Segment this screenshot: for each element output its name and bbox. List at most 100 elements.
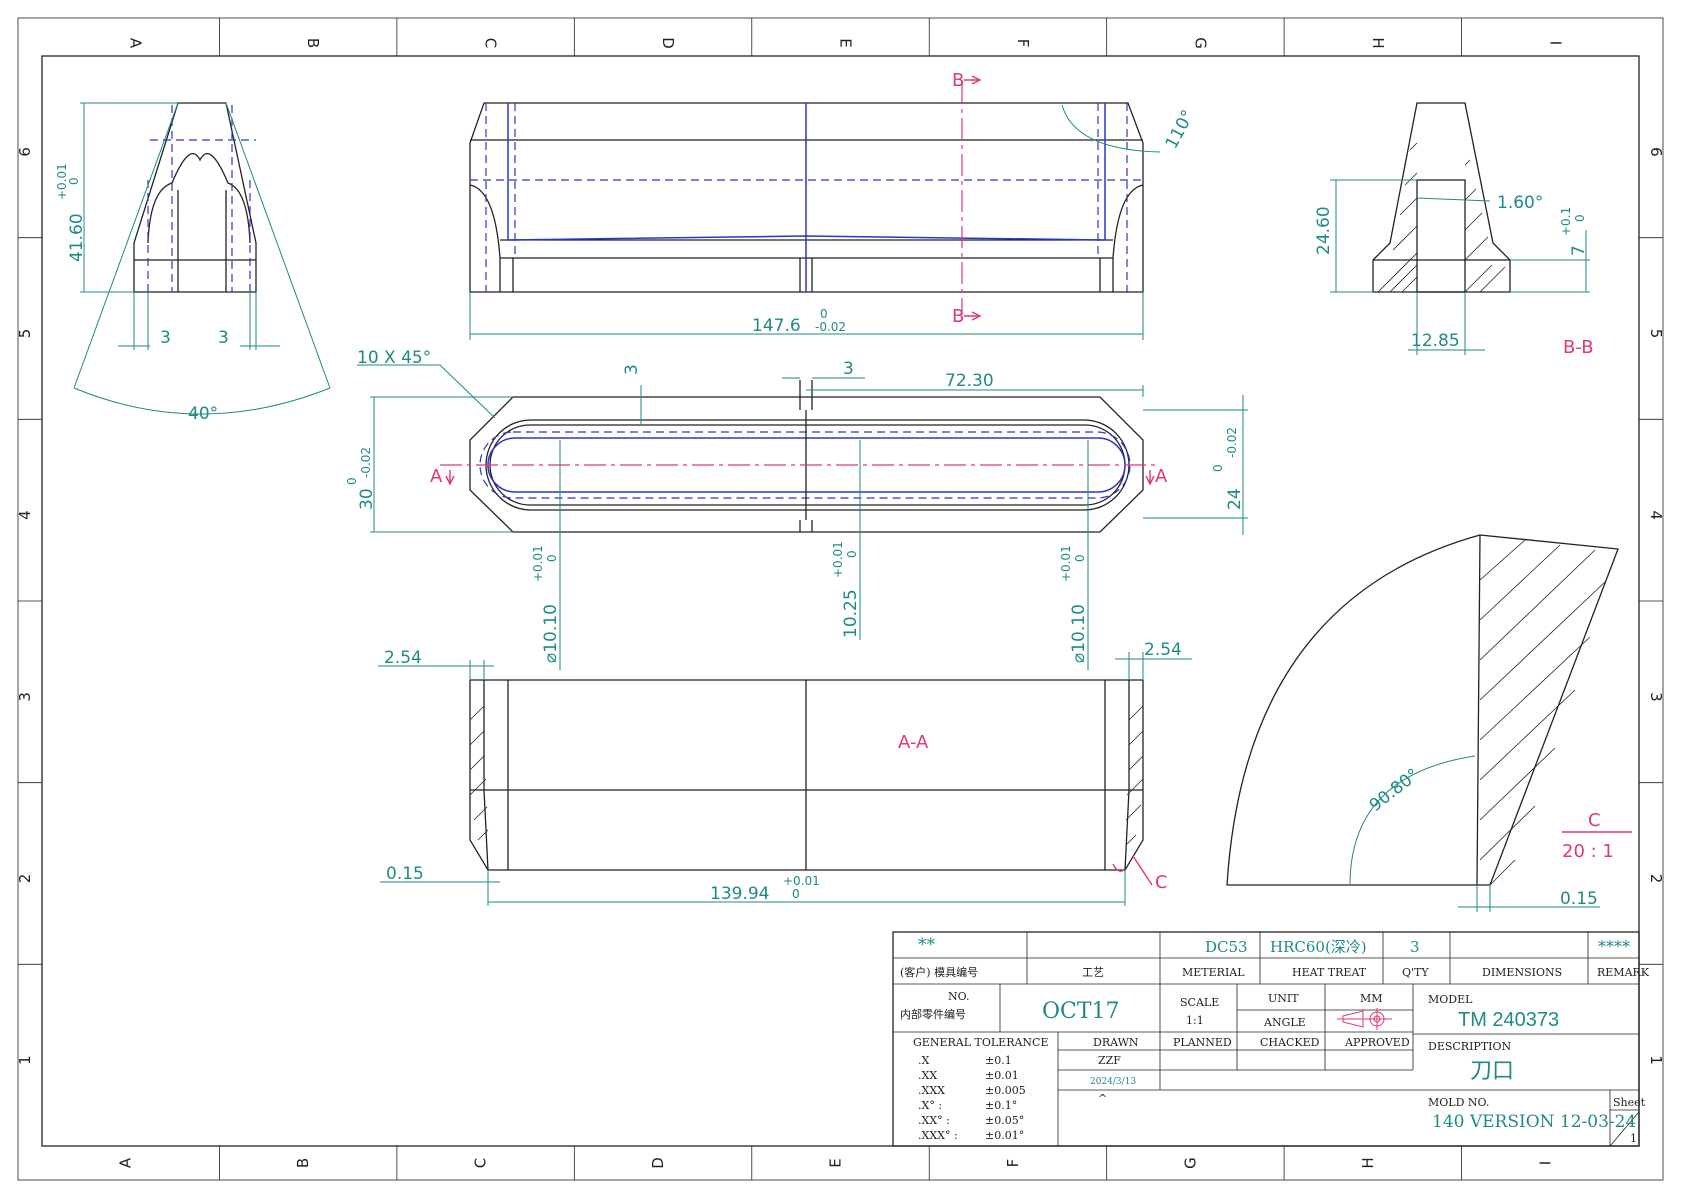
tb-model-label: MODEL xyxy=(1428,993,1473,1006)
grid-label: C xyxy=(472,1158,490,1168)
tb-date-value: 2024/3/13 xyxy=(1090,1077,1136,1087)
grid-label: A xyxy=(127,38,145,49)
tolerance-value: ±0.01 xyxy=(985,1069,1019,1082)
top-half-length: 72.30 xyxy=(945,371,994,391)
end-view-angle: 40° xyxy=(188,404,218,424)
top-view: A A 10 X 45° 3 3 72.30 30 0 -0.02 24 0 -… xyxy=(345,348,1248,670)
grid-label: H xyxy=(1369,37,1387,48)
tb-no-label: NO. xyxy=(948,990,970,1003)
grid-label: B xyxy=(304,38,322,48)
top-section-mark-left: A xyxy=(430,466,443,487)
tolerance-key: .XX xyxy=(918,1069,937,1082)
projection-symbol-icon xyxy=(1337,1008,1392,1030)
svg-text:+0.01: +0.01 xyxy=(1059,545,1073,582)
tb-h-dims: DIMENSIONS xyxy=(1482,966,1562,979)
section-aa-label: A-A xyxy=(898,732,929,753)
svg-text:0: 0 xyxy=(545,554,559,562)
tb-h-heat: HEAT TREAT xyxy=(1292,966,1367,979)
tb-mold-value: 140 VERSION 12-03-24 xyxy=(1432,1112,1636,1132)
grid-label: 3 xyxy=(1647,692,1665,702)
svg-text:0: 0 xyxy=(1211,464,1225,472)
section-aa-hatch xyxy=(469,705,1144,846)
detail-c-view: 90.80° 0.15 C 20 : 1 xyxy=(1226,534,1632,912)
title-block: ** DC53 HRC60(深冷) 3 **** (客户) 模具编号 工艺 ME… xyxy=(892,931,1650,1147)
tb-desc-value: 刀口 xyxy=(1470,1059,1514,1084)
grid-label: 6 xyxy=(16,147,34,157)
section-bb-width-dim: 12.85 xyxy=(1411,331,1460,351)
grid-label: I xyxy=(1546,41,1564,45)
top-section-mark-right: A xyxy=(1155,466,1168,487)
grid-label: 2 xyxy=(16,874,34,884)
section-bb-hatch xyxy=(1377,142,1506,293)
svg-text:-0.02: -0.02 xyxy=(1225,427,1239,458)
tb-sheet-label: Sheet xyxy=(1613,1096,1646,1109)
tb-unit-label: UNIT xyxy=(1268,992,1299,1005)
grid-label: 1 xyxy=(16,1055,34,1065)
grid-label: 2 xyxy=(1647,874,1665,884)
grid-label: I xyxy=(1536,1161,1554,1165)
tb-qty-value: 3 xyxy=(1410,938,1420,956)
grid-label: 1 xyxy=(1647,1055,1665,1065)
section-bb-view: 24.60 1.60° 7 +0.1 0 12.85 B-B xyxy=(1314,102,1594,358)
end-view-height-tol: +0.01 xyxy=(55,163,69,200)
grid-label: 4 xyxy=(1647,510,1665,520)
tb-remark-value: **** xyxy=(1598,937,1630,956)
detail-c-angle: 90.80° xyxy=(1366,765,1423,816)
tb-h-process: 工艺 xyxy=(1082,966,1104,979)
tb-scale-label: SCALE xyxy=(1180,996,1219,1009)
tb-model-value: TM 240373 xyxy=(1458,1009,1559,1031)
detail-c-hatch xyxy=(1479,539,1606,886)
tolerance-value: ±0.005 xyxy=(985,1084,1026,1097)
grid-label: 5 xyxy=(16,329,34,339)
tb-customer-value: ** xyxy=(918,935,936,955)
section-aa-bottom-left: 0.15 xyxy=(386,864,424,884)
top-mid-gap: 3 xyxy=(843,359,854,379)
section-aa-inner-length: 139.94 xyxy=(710,884,769,904)
grid-label: D xyxy=(649,1157,667,1169)
svg-text:+0.01: +0.01 xyxy=(783,874,820,888)
tolerance-value: ±0.05° xyxy=(985,1114,1024,1127)
svg-text:+0.01: +0.01 xyxy=(831,541,845,578)
top-width-dim: 30 xyxy=(357,488,377,510)
svg-text:+0.1: +0.1 xyxy=(1559,207,1573,236)
end-view-height-dim: 41.60 xyxy=(67,213,87,262)
tb-h-remark: REMARK xyxy=(1597,966,1650,979)
section-aa-view: A-A 2.54 2.54 0.15 139.94 +0.01 0 C xyxy=(378,640,1192,906)
tolerance-key: .XX° : xyxy=(918,1114,950,1127)
end-view-left-width: 3 xyxy=(160,328,171,348)
grid-label: C xyxy=(482,38,500,48)
tolerance-key: .XXX° : xyxy=(918,1129,958,1142)
tolerance-value: ±0.1 xyxy=(985,1054,1012,1067)
front-length-dim: 147.6 xyxy=(752,316,801,336)
svg-text:0: 0 xyxy=(792,887,800,901)
tb-h-customer: (客户) 模具编号 xyxy=(900,965,978,979)
tb-no-label-cn: 内部零件编号 xyxy=(900,1007,966,1021)
tb-h-qty: Q'TY xyxy=(1402,966,1429,979)
section-aa-lip-left: 2.54 xyxy=(384,648,422,668)
grid-zone-lines xyxy=(18,18,1663,1180)
tb-scale-value: 1:1 xyxy=(1186,1014,1204,1027)
end-view: 41.60 +0.01 0 3 3 40° xyxy=(55,102,331,424)
grid-label: H xyxy=(1359,1157,1377,1168)
svg-text:0: 0 xyxy=(67,177,81,185)
tb-unit-value: MM xyxy=(1360,992,1383,1005)
tb-planned-label: PLANNED xyxy=(1173,1036,1232,1049)
top-chamfer: 10 X 45° xyxy=(357,348,431,368)
grid-label: E xyxy=(827,1158,845,1167)
tb-desc-label: DESCRIPTION xyxy=(1428,1040,1512,1053)
tb-heat-value: HRC60(深冷) xyxy=(1270,938,1367,956)
top-left-gap: 3 xyxy=(622,364,642,375)
grid-label: E xyxy=(837,38,855,47)
tb-checked-label: CHACKED xyxy=(1260,1036,1320,1049)
grid-label: A xyxy=(117,1157,135,1168)
top-center-dim: 10.25 xyxy=(841,589,861,638)
tb-angle-label: ANGLE xyxy=(1263,1016,1306,1029)
tb-part-no: OCT17 xyxy=(1042,999,1120,1024)
tolerance-value: ±0.1° xyxy=(985,1099,1017,1112)
tb-drawn-value: ZZF xyxy=(1098,1054,1121,1067)
front-section-mark-bottom: B xyxy=(952,306,964,327)
grid-label: F xyxy=(1004,1159,1022,1168)
